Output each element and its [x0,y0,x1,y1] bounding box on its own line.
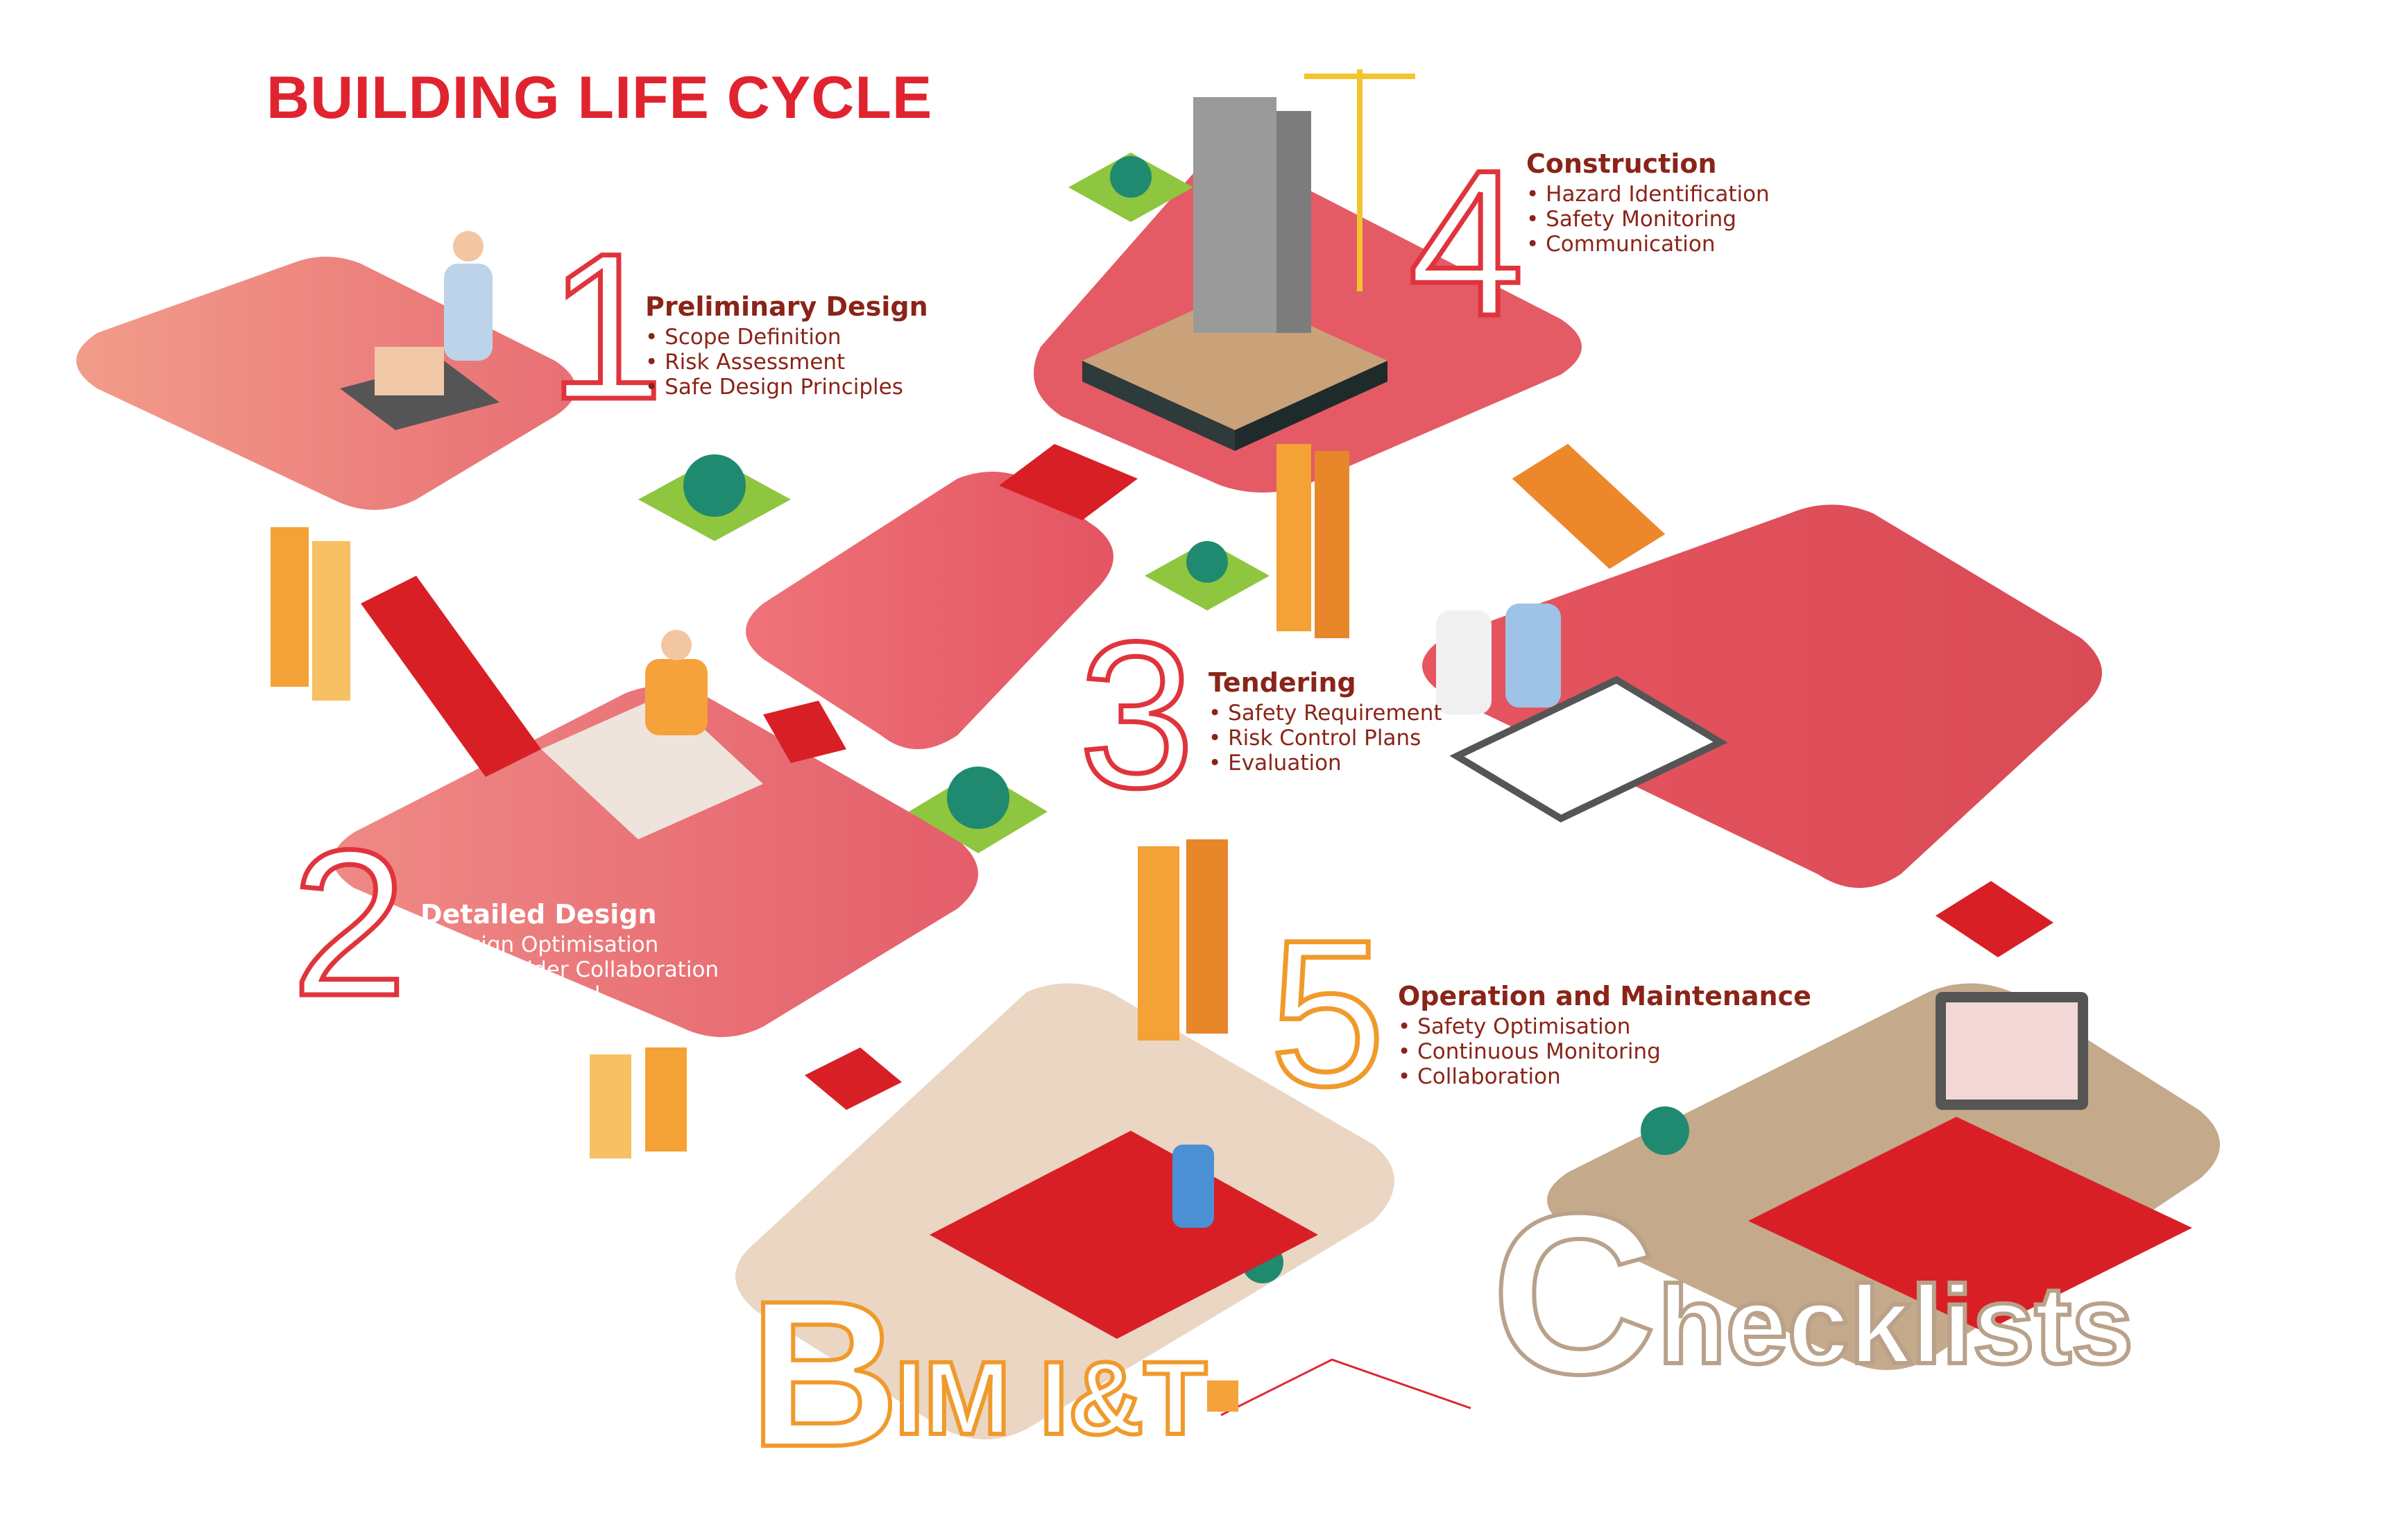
stage-item: Risk Control Plans [1208,726,1442,751]
stage-detailed-design: Detailed Design Design Optimisation Stak… [420,899,719,1007]
stage-title: Preliminary Design [645,291,928,322]
stage-item: Collaboration [1398,1064,1811,1089]
platform-detailed-design [333,685,978,1037]
stage-item: Safe Design Principles [645,375,928,400]
stage-item: Safety Requirement [1208,701,1442,726]
stage-item: Hazard Control [420,982,719,1007]
architect-desk [541,630,763,839]
platform-operation [1422,504,2102,888]
stage-item: Hazard Identification [1526,182,1770,207]
bim-floorplan [930,1131,1318,1339]
stage-item: Risk Assessment [645,350,928,375]
stage-number-5: 5 [1267,896,1388,1129]
stage-item: Stakeholder Collaboration [420,957,719,982]
stage-item: Safety Optimisation [1398,1014,1811,1039]
stage-title: Operation and Maintenance [1398,981,1811,1011]
bim-initial: B [747,1257,902,1490]
stage-item: Safety Monitoring [1526,207,1770,232]
stage-preliminary-design: Preliminary Design Scope Definition Risk… [645,291,928,400]
stage-number-2: 2 [289,806,410,1039]
stairs-orange [1512,444,1665,569]
orange-towers [271,444,1349,1158]
bim-cube [1207,1380,1238,1412]
stage-item: Scope Definition [645,325,928,350]
stage-item: Continuous Monitoring [1398,1039,1811,1064]
stage-item: Design Optimisation [420,932,719,957]
stage-number-3: 3 [1077,598,1197,831]
checklists-stage [1748,992,2192,1332]
stage-number-4: 4 [1406,126,1527,359]
plan-table [1436,604,1728,823]
checklists-rest: hecklists [1656,1263,2135,1387]
stage-title: Construction [1526,148,1717,179]
checklists-initial: C [1489,1165,1659,1421]
bim-rest: IM I&T [893,1340,1209,1456]
stage-title: Tendering [1208,667,1356,698]
platform-tendering [746,472,1113,749]
stage-title: Detailed Design [420,899,657,930]
page-title: BUILDING LIFE CYCLE [266,65,933,131]
stage-operation-maintenance: Operation and Maintenance Safety Optimis… [1398,981,1811,1089]
bim-connector [1220,1358,1471,1417]
stage-tendering: Tendering Safety Requirement Risk Contro… [1208,667,1442,776]
stage-construction: Construction Hazard Identification Safet… [1526,148,1770,257]
designer-figure [340,231,499,430]
construction-site [1082,69,1415,451]
stage-item: Evaluation [1208,751,1442,776]
stage-item: Communication [1526,232,1770,257]
platform-preliminary-design [76,257,576,510]
